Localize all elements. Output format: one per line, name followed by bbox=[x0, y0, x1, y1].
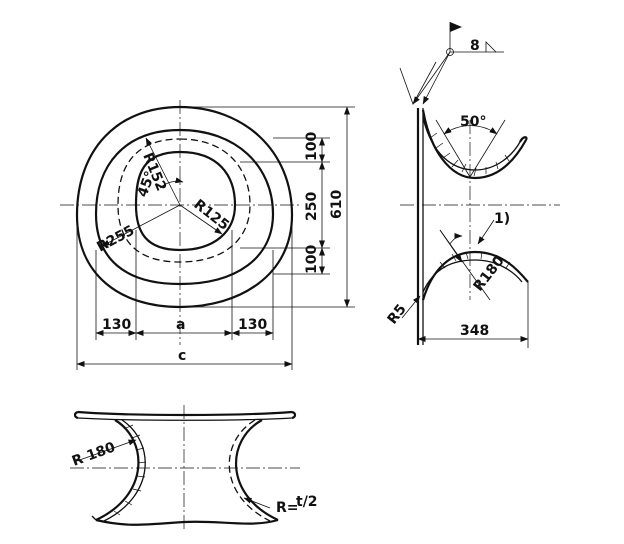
f-hatch-2 bbox=[131, 434, 141, 439]
weld-leader-1 bbox=[412, 51, 451, 105]
hatch-6 bbox=[473, 167, 477, 177]
label-flag-number: 8 bbox=[470, 38, 480, 54]
label-dim-100-top: 100 bbox=[304, 132, 320, 161]
label-dim-100-bottom: 100 bbox=[304, 245, 320, 274]
radius-leader-r125 bbox=[179, 204, 223, 235]
hatch-10 bbox=[439, 261, 446, 269]
weld-leader-lines bbox=[399, 61, 437, 105]
label-dim-c: c bbox=[178, 348, 186, 364]
angle-arc-50 bbox=[443, 125, 498, 135]
flag-icon bbox=[450, 22, 462, 32]
front-left-wall-outer bbox=[95, 419, 140, 521]
label-dim-130-right: 130 bbox=[238, 317, 267, 333]
front-right-wall-hidden bbox=[228, 419, 271, 522]
front-right-wall-outer bbox=[234, 419, 279, 521]
front-left-wall-inner bbox=[103, 419, 146, 522]
hidden-contour bbox=[117, 138, 251, 263]
f-hatch-5 bbox=[136, 475, 146, 478]
front-bottom-contour bbox=[95, 518, 279, 526]
side-top-cutout-inner bbox=[422, 117, 521, 171]
front-bottom-left-edge bbox=[91, 515, 97, 521]
f-hatch-8 bbox=[113, 510, 121, 516]
f-hatch-4 bbox=[137, 461, 147, 464]
hatch-2 bbox=[435, 142, 444, 149]
small-arc-arrow bbox=[449, 233, 463, 245]
angle-line-left bbox=[435, 119, 471, 178]
label-note-ref: 1) bbox=[494, 211, 510, 227]
label-r255: R255 bbox=[94, 223, 137, 256]
hatch-13 bbox=[480, 251, 483, 260]
label-r-value: t/2 bbox=[296, 494, 318, 510]
front-top-flange-inner bbox=[77, 417, 293, 421]
angle-line-right bbox=[469, 119, 506, 178]
label-r-prefix: R= bbox=[276, 500, 299, 516]
front-top-flange-left-edge bbox=[73, 410, 79, 420]
hatch-8 bbox=[495, 161, 499, 170]
side-view: 50° 8 1) R180 R5 348 bbox=[385, 22, 560, 348]
radius-leader-r152 bbox=[145, 137, 181, 206]
weld-fillet-symbol-icon bbox=[485, 41, 497, 53]
radius-leader-r255 bbox=[101, 204, 181, 247]
radius-leader-r5 bbox=[401, 295, 421, 319]
label-dim-130-left: 130 bbox=[102, 317, 131, 333]
hatch-9 bbox=[504, 154, 510, 162]
top-view: R152 R125 R255 45° 100 250 100 610 130 a… bbox=[60, 100, 355, 370]
front-radius-leader-t2 bbox=[243, 497, 271, 509]
f-hatch-7 bbox=[124, 500, 133, 506]
label-r180-side: R180 bbox=[471, 253, 508, 295]
hatch-5 bbox=[461, 163, 467, 173]
f-hatch-3 bbox=[135, 447, 145, 451]
label-r125: R125 bbox=[191, 197, 232, 234]
f-hatch-6 bbox=[132, 488, 142, 492]
angle-arc-45 bbox=[159, 177, 184, 189]
side-bottom-cutout-inner bbox=[422, 259, 523, 293]
flange-inner-contour bbox=[94, 128, 275, 286]
hatch-14 bbox=[493, 254, 498, 263]
hatch-1 bbox=[429, 132, 438, 139]
label-r180-front: R 180 bbox=[70, 439, 118, 469]
label-dim-250: 250 bbox=[304, 192, 320, 221]
note-leader bbox=[477, 219, 495, 245]
front-radius-leader-r180 bbox=[73, 439, 137, 463]
side-top-cutout-tip bbox=[519, 136, 528, 143]
label-dim-610: 610 bbox=[329, 190, 345, 219]
f-hatch-1 bbox=[125, 424, 134, 429]
inner-opening bbox=[134, 150, 237, 252]
label-r5: R5 bbox=[385, 301, 410, 327]
label-angle-45: 45° bbox=[135, 169, 159, 199]
hatch-4 bbox=[451, 159, 459, 168]
label-dim-a: a bbox=[176, 317, 185, 333]
radius-leader-r180-arrow bbox=[439, 229, 463, 263]
hatch-3 bbox=[442, 152, 451, 159]
weld-leader-2 bbox=[422, 51, 451, 105]
side-bottom-cutout-outer bbox=[421, 250, 529, 301]
front-view: R 180 R= t/2 bbox=[70, 405, 318, 530]
label-angle-50: 50° bbox=[460, 114, 486, 130]
front-top-flange bbox=[77, 410, 293, 417]
hatch-15 bbox=[505, 261, 511, 269]
outer-contour bbox=[75, 105, 294, 309]
front-top-flange-right-edge bbox=[291, 410, 297, 420]
label-dim-348: 348 bbox=[460, 323, 489, 339]
hatch-12 bbox=[465, 251, 469, 260]
